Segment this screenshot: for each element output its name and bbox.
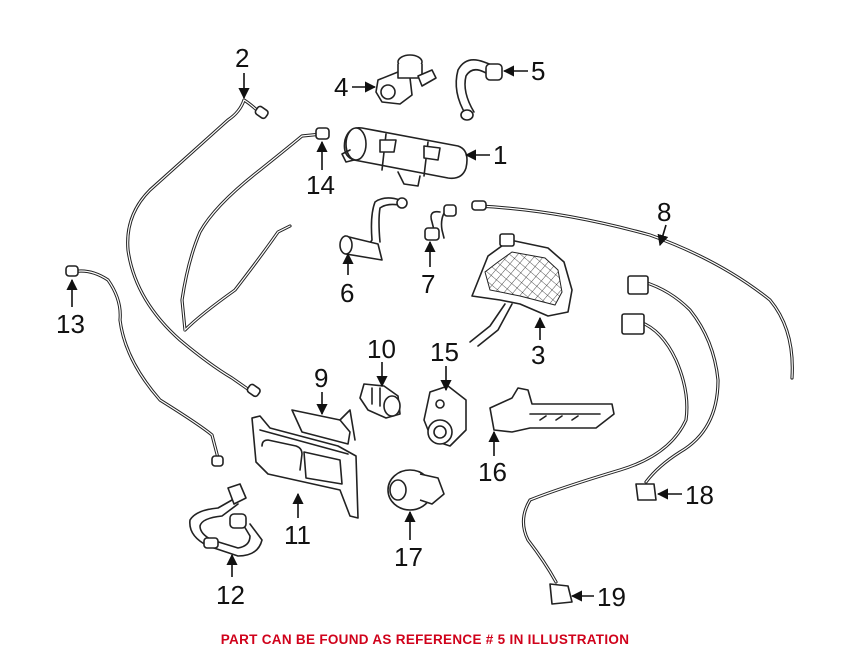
callout-7: 7 (421, 269, 435, 299)
part-12-hose[interactable] (189, 483, 263, 557)
callout-15: 15 (430, 337, 459, 367)
callout-16: 16 (478, 457, 507, 487)
callout-9: 9 (314, 363, 328, 393)
callout-4: 4 (334, 72, 348, 102)
part-7-fitting[interactable] (424, 204, 457, 241)
callout-8: 8 (657, 197, 671, 227)
callout-11: 11 (284, 520, 311, 550)
part-8-line[interactable] (471, 200, 794, 380)
part-1-canister[interactable] (341, 126, 468, 187)
reference-note: PART CAN BE FOUND AS REFERENCE # 5 IN IL… (220, 632, 630, 647)
part-16-bracket[interactable] (489, 387, 615, 433)
callout-3: 3 (531, 340, 545, 370)
callout-18: 18 (685, 480, 714, 510)
callout-19: 19 (597, 582, 626, 612)
part-4-valve[interactable] (375, 54, 437, 105)
part-18-oxygen-sensor[interactable] (627, 275, 720, 501)
callout-10: 10 (367, 334, 396, 364)
callout-labels: 1 2 3 4 5 6 7 8 9 10 11 12 13 14 15 16 1… (56, 43, 714, 612)
part-19-oxygen-sensor[interactable] (521, 313, 689, 605)
callout-2: 2 (235, 43, 249, 73)
part-14-vapor-line[interactable] (180, 127, 330, 332)
callout-5: 5 (531, 56, 545, 86)
callout-1: 1 (493, 140, 507, 170)
callout-13: 13 (56, 309, 85, 339)
callout-17: 17 (394, 542, 423, 572)
part-9-bracket[interactable] (291, 409, 356, 445)
part-5-hose[interactable] (455, 59, 503, 121)
part-6-tube[interactable] (339, 197, 408, 261)
part-17-sensor[interactable] (387, 469, 445, 511)
callout-14: 14 (306, 170, 335, 200)
part-13-line[interactable] (65, 265, 224, 467)
callout-6: 6 (340, 278, 354, 308)
callout-12: 12 (216, 580, 245, 610)
part-10-valve[interactable] (359, 383, 401, 419)
leader-lines (66, 65, 682, 602)
part-2-vacuum-line[interactable] (126, 98, 270, 398)
part-11-shield[interactable] (251, 415, 359, 519)
part-15-sensor[interactable] (423, 385, 467, 447)
part-3-bracket[interactable] (469, 233, 573, 347)
